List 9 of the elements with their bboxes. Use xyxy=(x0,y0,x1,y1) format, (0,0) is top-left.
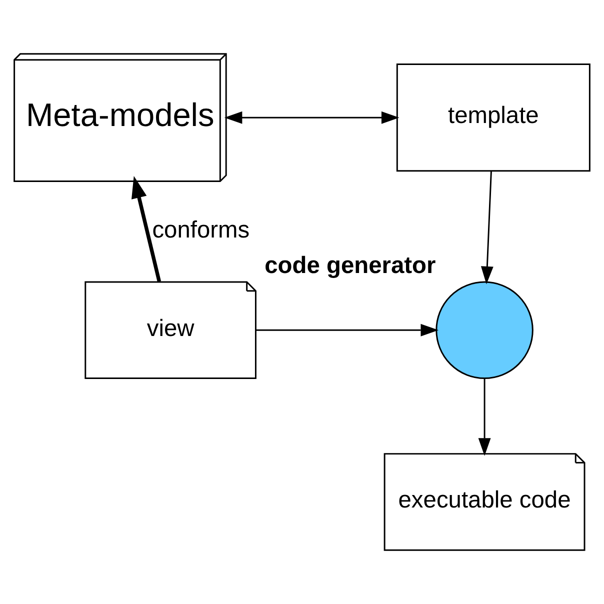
arrow xyxy=(131,176,162,282)
node-label: code generator xyxy=(264,252,436,279)
arrow xyxy=(224,111,400,124)
arrow xyxy=(256,324,439,336)
node-box: template xyxy=(396,64,590,172)
arrow xyxy=(480,171,494,284)
edge-label: conforms xyxy=(152,217,250,244)
node-circle xyxy=(436,281,534,380)
arrow xyxy=(478,378,491,456)
